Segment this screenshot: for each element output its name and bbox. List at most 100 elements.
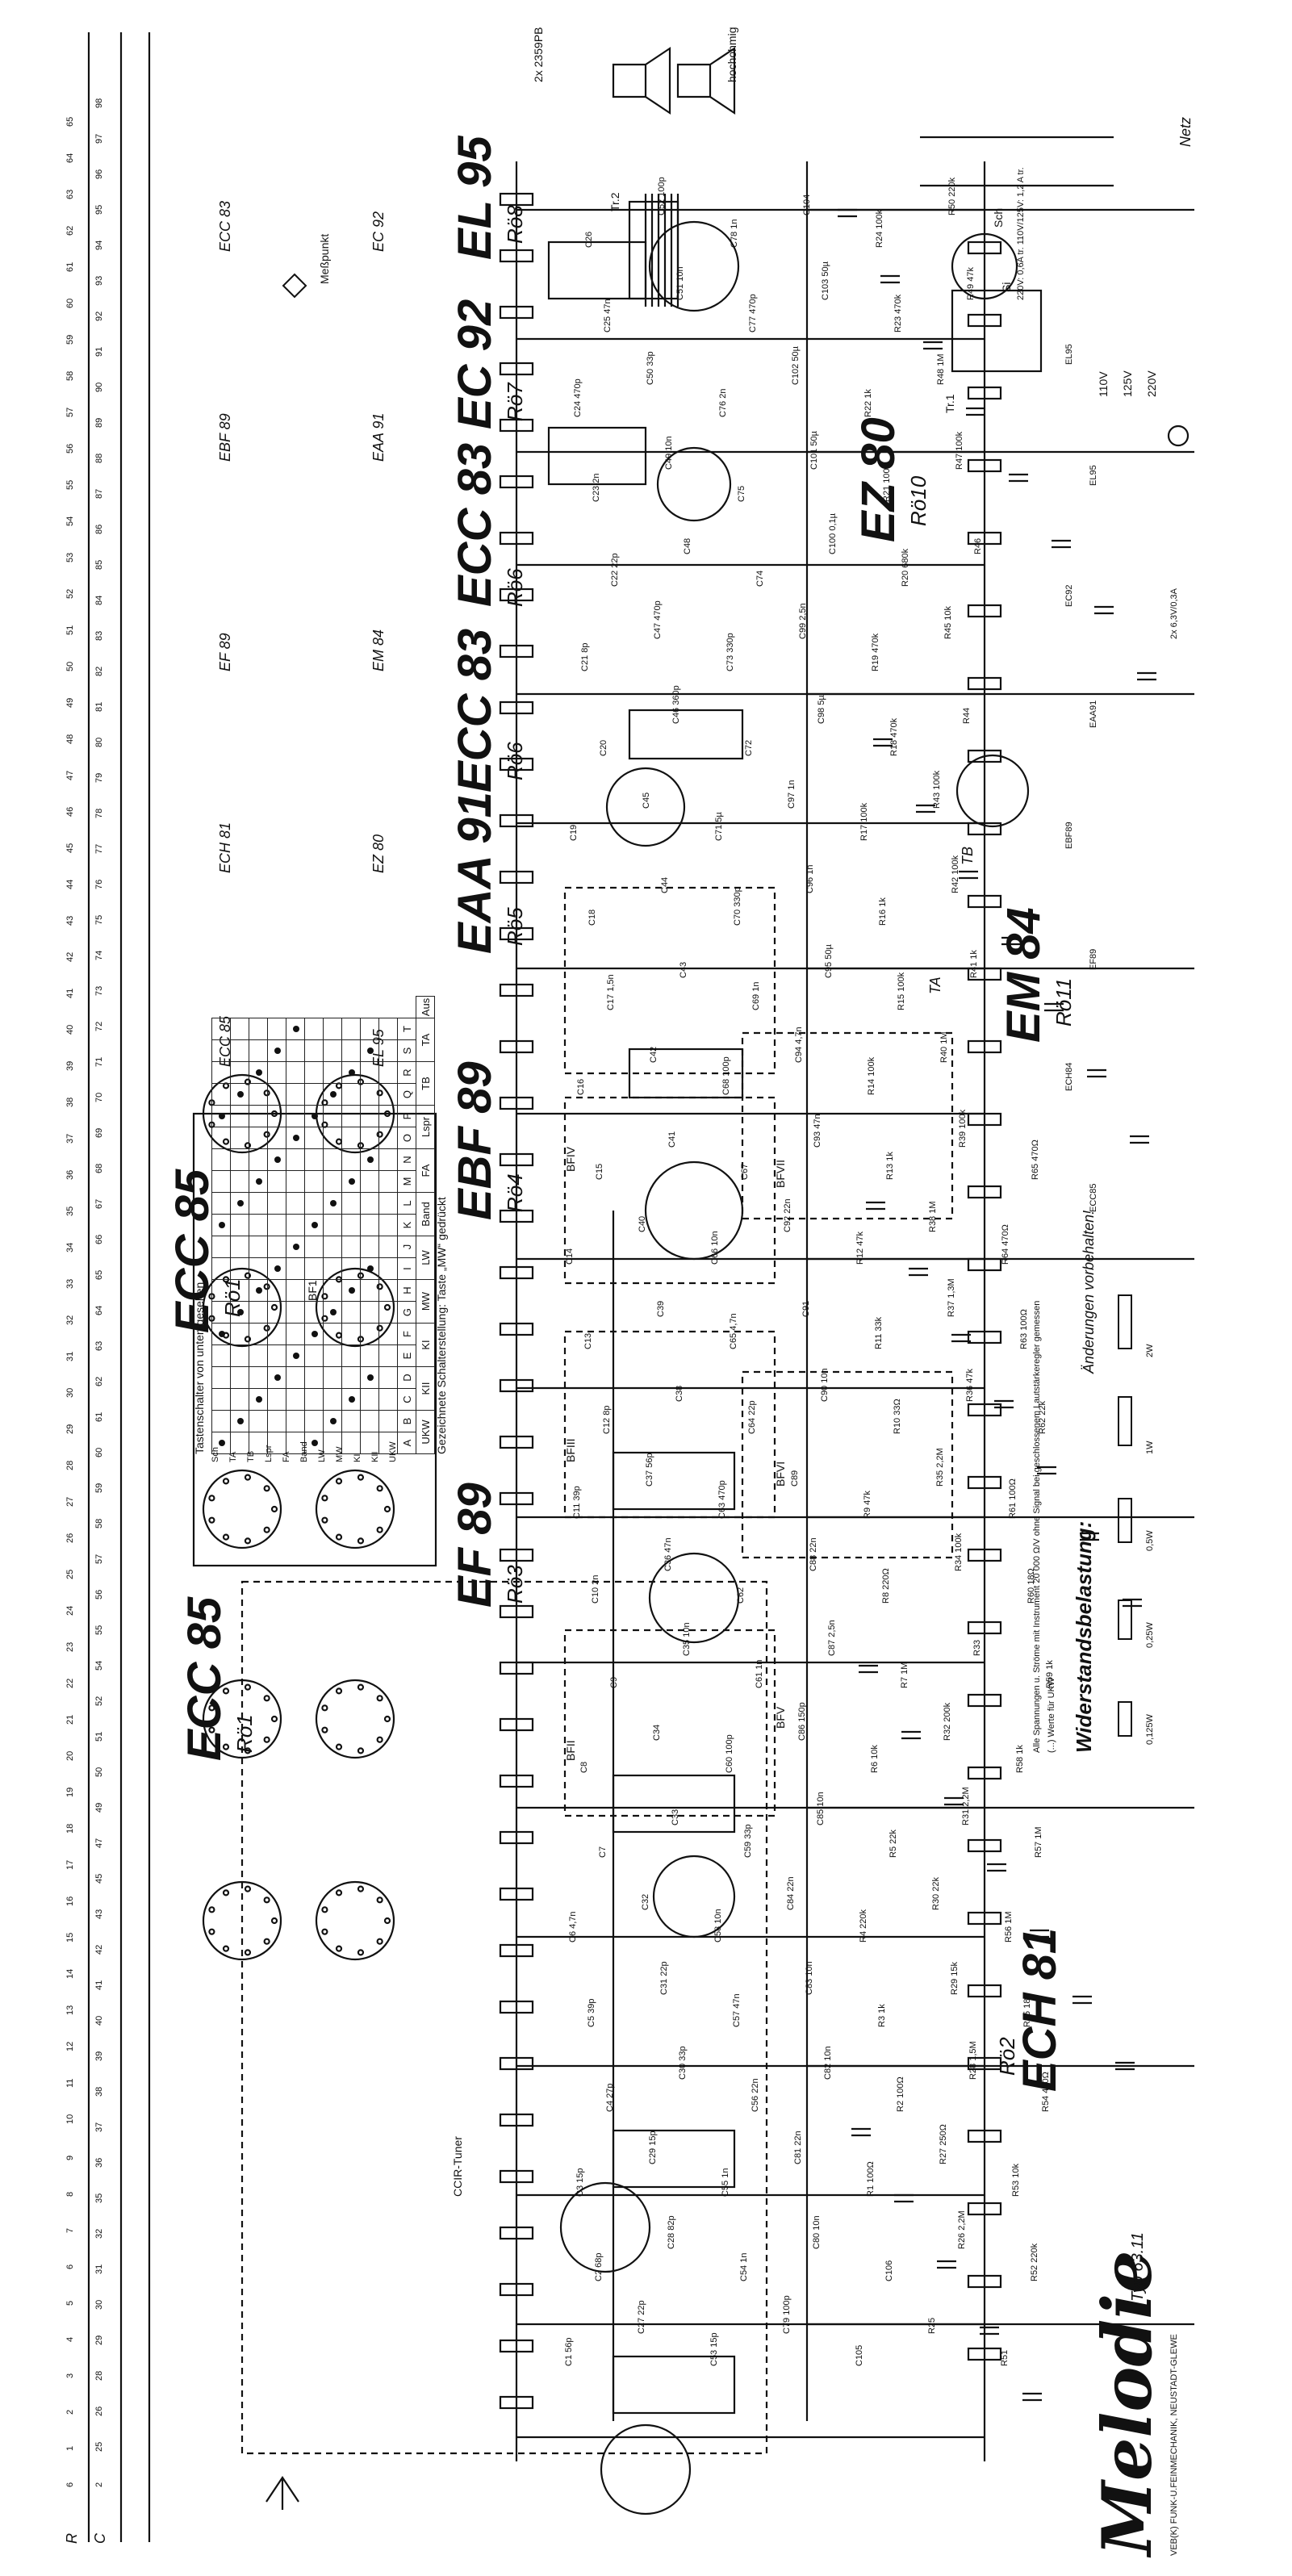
resistor bbox=[967, 749, 1002, 763]
switch-table-cell bbox=[360, 1344, 379, 1367]
if-filter-shield bbox=[563, 1096, 776, 1285]
switch-table-cell bbox=[267, 1236, 286, 1258]
switch-table-cell bbox=[304, 1018, 324, 1040]
resistor bbox=[499, 1152, 534, 1167]
scale-c-value: 91 bbox=[94, 346, 104, 357]
wattage-symbol bbox=[1118, 1701, 1132, 1737]
if-filter-shield bbox=[563, 886, 776, 1075]
bf-label: BFIV bbox=[564, 1146, 577, 1172]
resistor bbox=[967, 2129, 1002, 2143]
switch-column-label: R bbox=[397, 1061, 416, 1084]
scale-r-value: 52 bbox=[65, 588, 75, 599]
component-label: C105 bbox=[855, 2344, 864, 2366]
contact-dot bbox=[348, 1069, 355, 1076]
scale-c-value: 78 bbox=[94, 808, 104, 818]
switch-table-cell bbox=[286, 1170, 305, 1193]
scale-c-value: 32 bbox=[94, 2228, 104, 2239]
mains-tap-220: 220V bbox=[1145, 370, 1158, 397]
pin-dot bbox=[335, 1945, 343, 1952]
scale-r-value: 54 bbox=[65, 516, 75, 526]
pin-dot bbox=[357, 1078, 365, 1085]
scale-r-value: 34 bbox=[65, 1242, 75, 1252]
mains-switch-label: Sch bbox=[992, 207, 1005, 228]
switch-table-cell bbox=[360, 1301, 379, 1324]
scale-c-value: 57 bbox=[94, 1554, 104, 1564]
component-label: C66 10n bbox=[710, 1231, 720, 1265]
scale-r-value: 45 bbox=[65, 843, 75, 853]
scale-r-value: 21 bbox=[65, 1714, 75, 1725]
contact-dot bbox=[274, 1048, 281, 1054]
if-filter-shield bbox=[741, 1370, 954, 1559]
pin-dot bbox=[244, 1747, 252, 1754]
resistor bbox=[967, 604, 1002, 618]
switch-table-cell bbox=[211, 1366, 231, 1389]
switch-table-cell bbox=[378, 1127, 398, 1149]
switch-table-cell bbox=[286, 1410, 305, 1432]
component-label: C99 2,5n bbox=[798, 603, 808, 639]
scale-c-value: 90 bbox=[94, 382, 104, 392]
component-label: R9 47k bbox=[863, 1491, 872, 1519]
component-label: R12 47k bbox=[855, 1232, 865, 1265]
component-label: C38 bbox=[675, 1385, 684, 1402]
component-label: R57 1M bbox=[1034, 1826, 1043, 1858]
component-label: R64 470Ω bbox=[1001, 1224, 1010, 1265]
scale-r-value: 5 bbox=[65, 2300, 75, 2306]
resistor bbox=[499, 926, 534, 941]
heater-label: EBF89 bbox=[1064, 822, 1074, 849]
contact-dot bbox=[329, 1418, 337, 1424]
pin-dot bbox=[263, 1695, 270, 1702]
scale-r-value: 9 bbox=[65, 2155, 75, 2160]
switch-table-cell bbox=[267, 1148, 286, 1171]
scale-r-value: 40 bbox=[65, 1024, 75, 1035]
component-label: C20 bbox=[599, 739, 608, 756]
mains-tap-125: 125V bbox=[1121, 370, 1134, 397]
pin-dot bbox=[321, 1293, 328, 1300]
switch-table-cell bbox=[341, 1083, 361, 1106]
pin-dot bbox=[222, 1889, 230, 1896]
pin-dot bbox=[244, 1078, 252, 1085]
switch-band-label: LW bbox=[416, 1236, 435, 1280]
component-label: C14 bbox=[565, 1248, 575, 1265]
component-label: C96 1n bbox=[805, 864, 815, 893]
switch-column-label: H bbox=[397, 1279, 416, 1302]
switch-table-cell bbox=[378, 1301, 398, 1324]
resistor bbox=[967, 2202, 1002, 2216]
scale-c-value: 55 bbox=[94, 1625, 104, 1635]
component-label: C48 bbox=[683, 537, 692, 554]
switch-table-cell bbox=[378, 1214, 398, 1236]
component-label: R59 1k bbox=[1045, 1660, 1055, 1688]
switch-table-cell bbox=[286, 1039, 305, 1062]
pin-dot bbox=[383, 1505, 391, 1513]
component-label: R47 100k bbox=[955, 431, 964, 470]
switch-top-label: MW bbox=[335, 1446, 345, 1462]
component-label: R35 2,2M bbox=[935, 1448, 945, 1487]
resistor bbox=[499, 1378, 534, 1393]
switch-band-label: TB bbox=[416, 1061, 435, 1106]
switch-table-row bbox=[341, 997, 361, 1454]
component-label: R45 10k bbox=[943, 606, 953, 639]
switch-band-label: MW bbox=[416, 1279, 435, 1324]
speaker-label: 2x 2359PB bbox=[532, 27, 545, 83]
switch-table-cell bbox=[304, 1192, 324, 1215]
scale-c-value: 40 bbox=[94, 2015, 104, 2026]
resistor bbox=[967, 240, 1002, 255]
pin-dot bbox=[357, 1272, 365, 1279]
switch-table-cell bbox=[360, 1257, 379, 1280]
switch-column-label: A bbox=[397, 1432, 416, 1454]
pin-dot bbox=[321, 1121, 328, 1128]
component-label: C82 10n bbox=[823, 2046, 833, 2080]
component-label: C97 1n bbox=[787, 780, 797, 809]
resistor bbox=[499, 2000, 534, 2014]
contact-dot bbox=[255, 1396, 262, 1403]
switch-top-label: LW bbox=[317, 1449, 327, 1462]
tube-pinout-icon bbox=[202, 1267, 282, 1348]
switch-column-label: Q bbox=[397, 1083, 416, 1106]
contact-dot bbox=[255, 1287, 262, 1294]
component-label: C100 0,1µ bbox=[828, 513, 838, 554]
tube-envelope bbox=[648, 220, 740, 312]
component-label: C101 50µ bbox=[809, 431, 819, 470]
component-label: C1 56p bbox=[564, 2337, 574, 2366]
scale-c-value: 2 bbox=[94, 2482, 104, 2487]
switch-table-cell bbox=[360, 1366, 379, 1389]
contact-dot bbox=[274, 1374, 281, 1381]
